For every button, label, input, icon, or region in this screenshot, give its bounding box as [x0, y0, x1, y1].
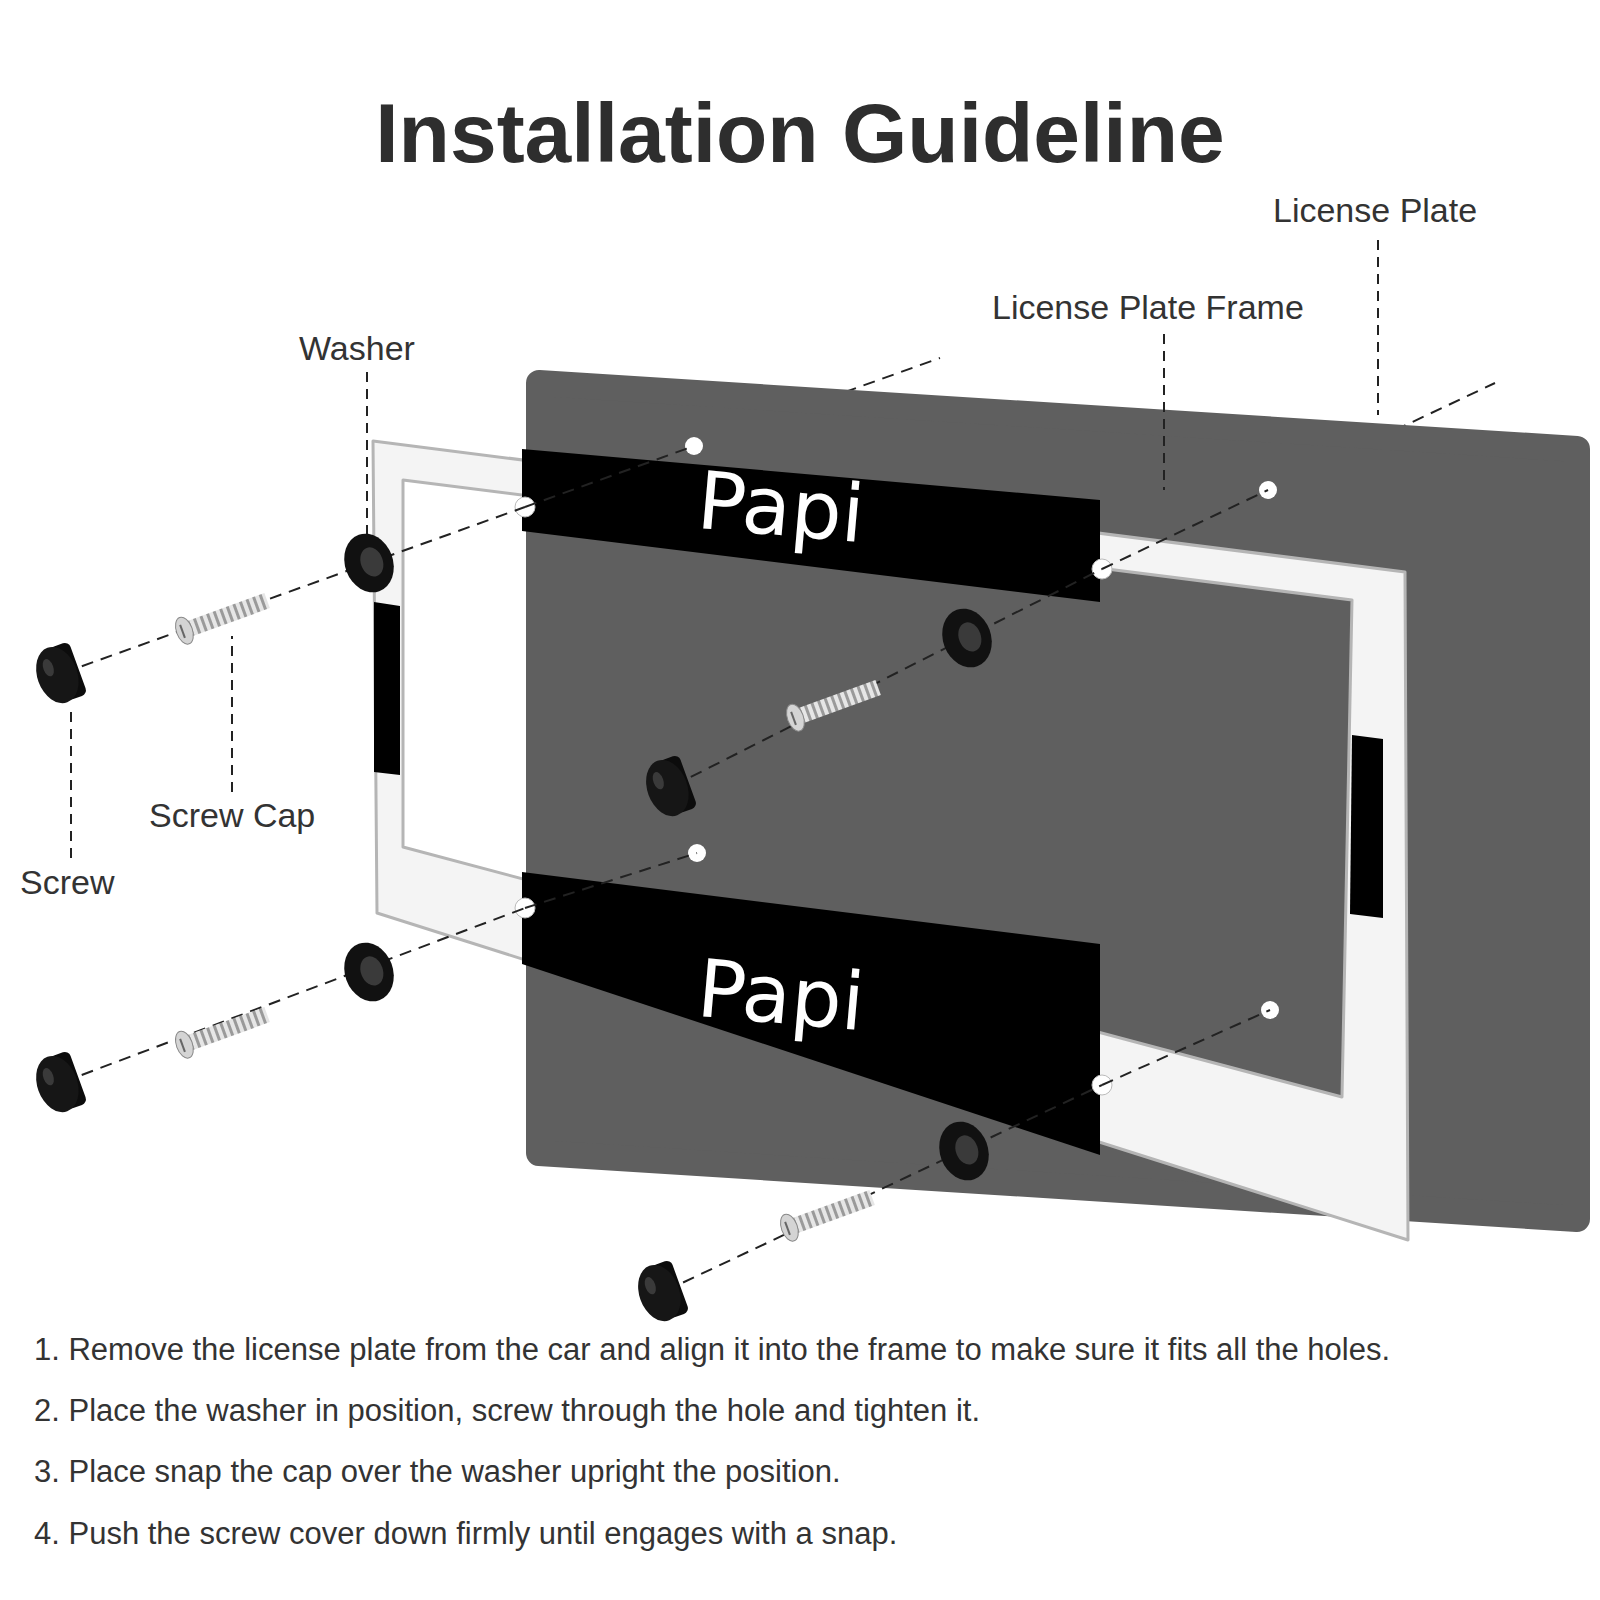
instruction-step: 2. Place the washer in position, screw t… — [34, 1393, 980, 1429]
part-label: Washer — [299, 329, 415, 368]
hardware — [29, 527, 1000, 1328]
instruction-step: 1. Remove the license plate from the car… — [34, 1332, 1390, 1368]
leader-lines — [71, 240, 1378, 858]
title: Installation Guideline — [375, 85, 1224, 182]
license-plate-frame — [373, 441, 1408, 1240]
screw-cap — [631, 1258, 690, 1327]
washer — [931, 1115, 997, 1188]
part-label: License Plate Frame — [992, 288, 1304, 327]
instruction-step: 3. Place snap the cap over the washer up… — [34, 1454, 841, 1490]
guide-lines-front — [63, 446, 1270, 1291]
screw — [172, 587, 272, 646]
washer — [336, 936, 402, 1009]
screw — [777, 1184, 877, 1243]
screw-cap — [29, 1049, 88, 1118]
screw-cap — [29, 640, 88, 709]
frame-holes — [515, 497, 1112, 1095]
part-label: Screw Cap — [149, 796, 315, 835]
instruction-step: 4. Push the screw cover down firmly unti… — [34, 1516, 897, 1552]
frame-text: Papi — [694, 943, 868, 1049]
screw — [783, 674, 883, 733]
washer — [336, 527, 402, 600]
screw — [172, 1001, 272, 1060]
part-label: License Plate — [1273, 191, 1477, 230]
part-label: Screw — [20, 863, 114, 902]
washer — [934, 602, 1000, 675]
frame-text: Papi — [694, 455, 868, 561]
frame-bands — [374, 449, 1383, 1155]
screw-cap — [639, 753, 698, 822]
